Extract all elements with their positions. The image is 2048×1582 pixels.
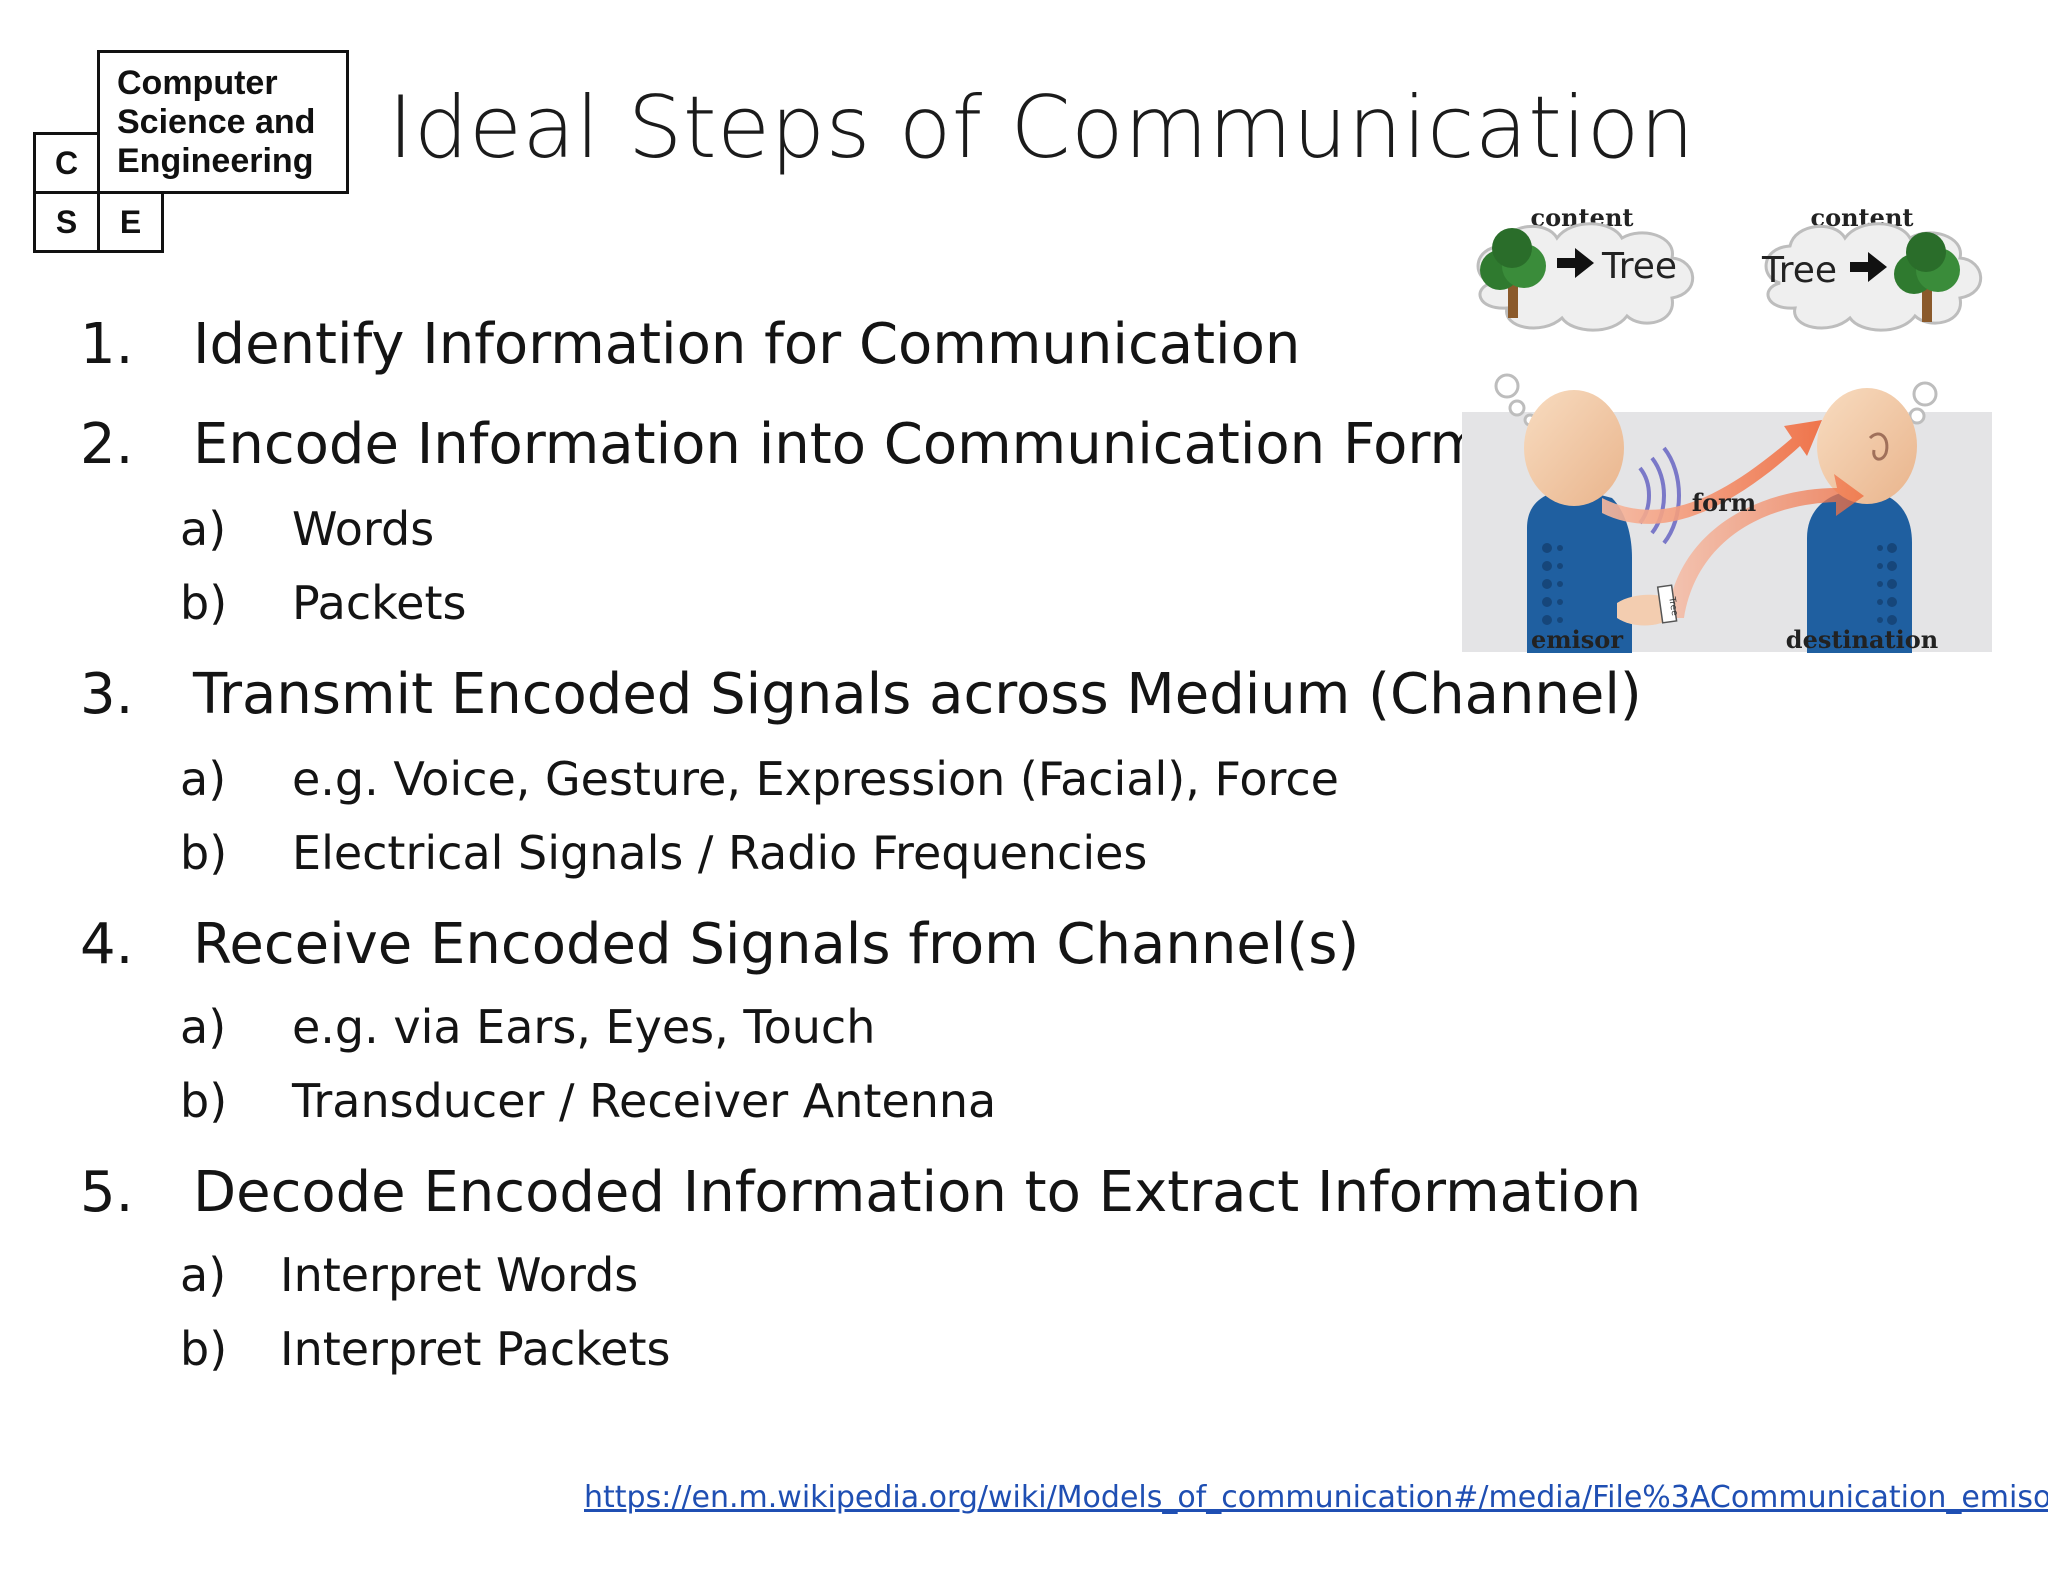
substep-text: Interpret Words (280, 1248, 639, 1302)
logo-line-2: Science and (117, 103, 316, 141)
logo-cell-e: E (97, 191, 164, 253)
cse-logo: Computer Science and Engineering C S E (33, 50, 353, 260)
arrow-right-icon (1557, 248, 1594, 278)
logo-line-1: Computer (117, 64, 278, 102)
logo-main-box (97, 50, 349, 194)
substep-label: b) (180, 1322, 228, 1376)
step-text: Decode Encoded Information to Extract In… (193, 1160, 1642, 1225)
emisor-person-icon (1524, 390, 1632, 653)
note-paper-icon: Tree (1617, 584, 1679, 626)
substep-text: e.g. Voice, Gesture, Expression (Facial)… (292, 752, 1339, 806)
step-number: 4. (80, 912, 134, 977)
substep-label: a) (180, 1000, 227, 1054)
communication-model-figure: content content Tree Tree (1462, 203, 1992, 653)
logo-line-3: Engineering (117, 142, 314, 180)
form-arrow-icon (1602, 420, 1864, 618)
substep-text: Interpret Packets (280, 1322, 671, 1376)
source-link[interactable]: https://en.m.wikipedia.org/wiki/Models_o… (584, 1480, 2048, 1515)
substep-label: b) (180, 1074, 228, 1128)
substep-text: Electrical Signals / Radio Frequencies (292, 826, 1148, 880)
tree-icon-left (1480, 228, 1546, 318)
tree-word-right: Tree (1761, 250, 1837, 291)
step-text: Identify Information for Communication (193, 312, 1301, 377)
substep-label: b) (180, 826, 228, 880)
tree-word-left: Tree (1601, 246, 1677, 287)
step-text: Encode Information into Communication Fo… (193, 412, 1485, 477)
substep-text: Words (292, 502, 435, 556)
substep-label: b) (180, 576, 228, 630)
step-number: 1. (80, 312, 134, 377)
note-text: Tree (1666, 595, 1679, 617)
arrow-right-icon (1850, 252, 1887, 282)
logo-cell-c: C (33, 132, 100, 194)
substep-text: e.g. via Ears, Eyes, Touch (292, 1000, 876, 1054)
substep-text: Packets (292, 576, 467, 630)
logo-cell-s: S (33, 191, 100, 253)
step-text: Transmit Encoded Signals across Medium (… (193, 662, 1642, 727)
logo-text: Computer Science and Engineering (117, 64, 315, 181)
label-form: form (1692, 488, 1756, 517)
destination-person-icon (1807, 388, 1917, 653)
step-text: Receive Encoded Signals from Channel(s) (193, 912, 1360, 977)
step-number: 5. (80, 1160, 134, 1225)
substep-label: a) (180, 1248, 227, 1302)
label-emisor: emisor (1531, 625, 1623, 653)
substep-text: Transducer / Receiver Antenna (292, 1074, 997, 1128)
substep-label: a) (180, 752, 227, 806)
tree-icon-right (1894, 232, 1960, 322)
step-number: 2. (80, 412, 134, 477)
step-number: 3. (80, 662, 134, 727)
substep-label: a) (180, 502, 227, 556)
label-destination: destination (1786, 625, 1938, 653)
slide-title: Ideal Steps of Communication (388, 78, 1695, 178)
